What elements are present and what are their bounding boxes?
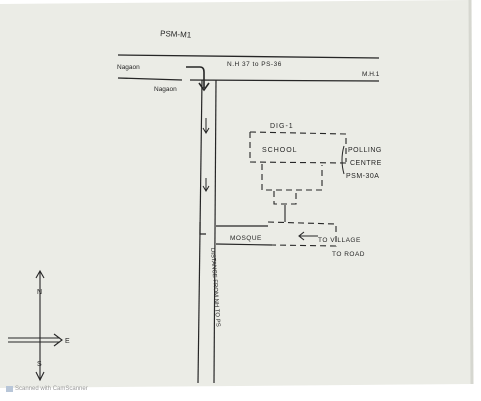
- compass-icon: [8, 269, 63, 382]
- side-lane: [199, 222, 273, 246]
- scanner-watermark: Scanned with CamScanner: [6, 386, 88, 393]
- vertical-road-label: DISTANCE FROM NH TO PS: [209, 248, 220, 327]
- main-road: [117, 54, 380, 82]
- road-label-left-upper: Nagaon: [117, 64, 140, 71]
- mosque-label: MOSQUE: [230, 235, 262, 242]
- polling-centre-line-1: POLLING: [348, 147, 382, 154]
- to-village-line-2: TO ROAD: [332, 251, 365, 258]
- paper-sheet: [0, 0, 472, 388]
- road-label-right: M.H.1: [362, 71, 380, 78]
- direction-arrow-icon: [202, 118, 210, 192]
- compass-south: S: [37, 361, 42, 368]
- polling-centre-line-2: CENTRE: [350, 160, 382, 167]
- turn-arrow-icon: [186, 66, 210, 92]
- to-village-line-1: TO VILLAGE: [318, 237, 361, 244]
- polling-centre-line-3: PSM-30A: [346, 173, 379, 180]
- sketch-title: PSM-M1: [160, 29, 192, 40]
- block-top-label: DIG-1: [270, 123, 294, 130]
- scanner-logo-icon: [6, 386, 13, 392]
- to-village-arrow-icon: [298, 231, 318, 241]
- school-compound: [249, 131, 347, 247]
- school-label: SCHOOL: [262, 147, 298, 154]
- compass-east: E: [65, 338, 70, 345]
- road-label-left-lower: Nagaon: [154, 86, 177, 93]
- callout-bracket: [341, 145, 345, 175]
- compass-north: N: [37, 289, 42, 296]
- watermark-text: Scanned with CamScanner: [15, 386, 88, 392]
- road-label-center: N.H 37 to PS-36: [227, 61, 282, 68]
